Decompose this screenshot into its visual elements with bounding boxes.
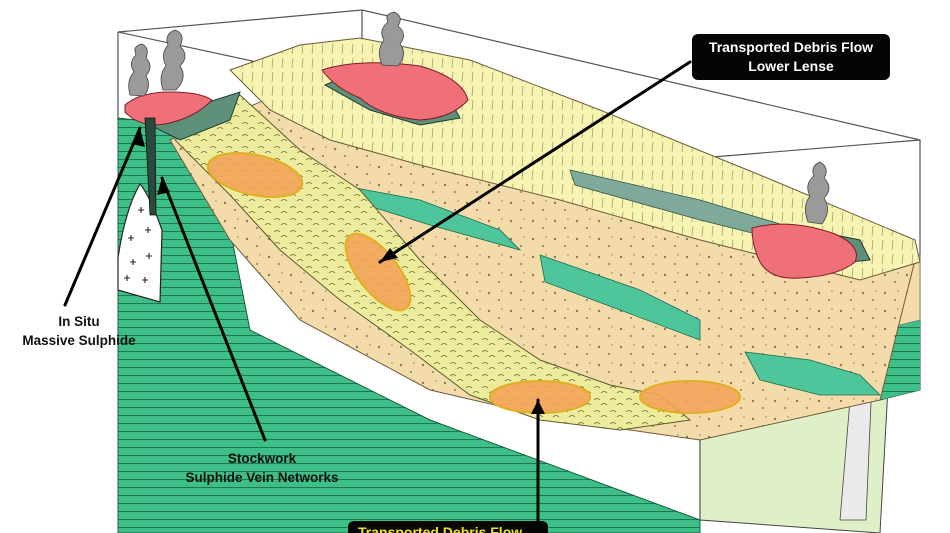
label-stockwork-line1: Stockwork (227, 451, 297, 466)
pointer-lines (63, 60, 692, 524)
orange-lens-bottom-right (639, 380, 741, 414)
teal-band-middle (539, 254, 701, 341)
orange-lens-lower-lense (344, 232, 412, 312)
arrowhead-bottom (531, 400, 545, 414)
label-stockwork-line2: Sulphide Vein Networks (185, 470, 339, 485)
label-in-situ-line2: Massive Sulphide (22, 333, 136, 348)
label-in-situ: In Situ Massive Sulphide (4, 312, 154, 350)
label-lower-lense: Transported Debris Flow Lower Lense (692, 34, 890, 80)
arrowhead-stockwork (157, 178, 170, 195)
smoke-plume-icon (128, 11, 830, 225)
label-bottom-partial: Transported Debris Flow (348, 521, 548, 533)
orange-lens-upper-left (206, 152, 304, 198)
plus-cross-icon (124, 207, 152, 283)
arrowhead-in-situ (132, 128, 145, 147)
label-lower-lense-line1: Transported Debris Flow (708, 39, 874, 55)
arrowhead-lower-lense (380, 248, 398, 262)
pointer-arrowheads (132, 128, 545, 414)
pointer-lower-lense (378, 60, 692, 264)
pointer-in-situ (63, 126, 142, 307)
pointer-stockwork (160, 176, 267, 442)
label-in-situ-line1: In Situ (58, 314, 100, 329)
feeder-pipe (144, 117, 157, 216)
sulphide-mound-right (751, 223, 857, 279)
label-stockwork: Stockwork Sulphide Vein Networks (162, 449, 362, 487)
label-lower-lense-line2: Lower Lense (748, 58, 834, 74)
teal-band-right (744, 351, 881, 396)
